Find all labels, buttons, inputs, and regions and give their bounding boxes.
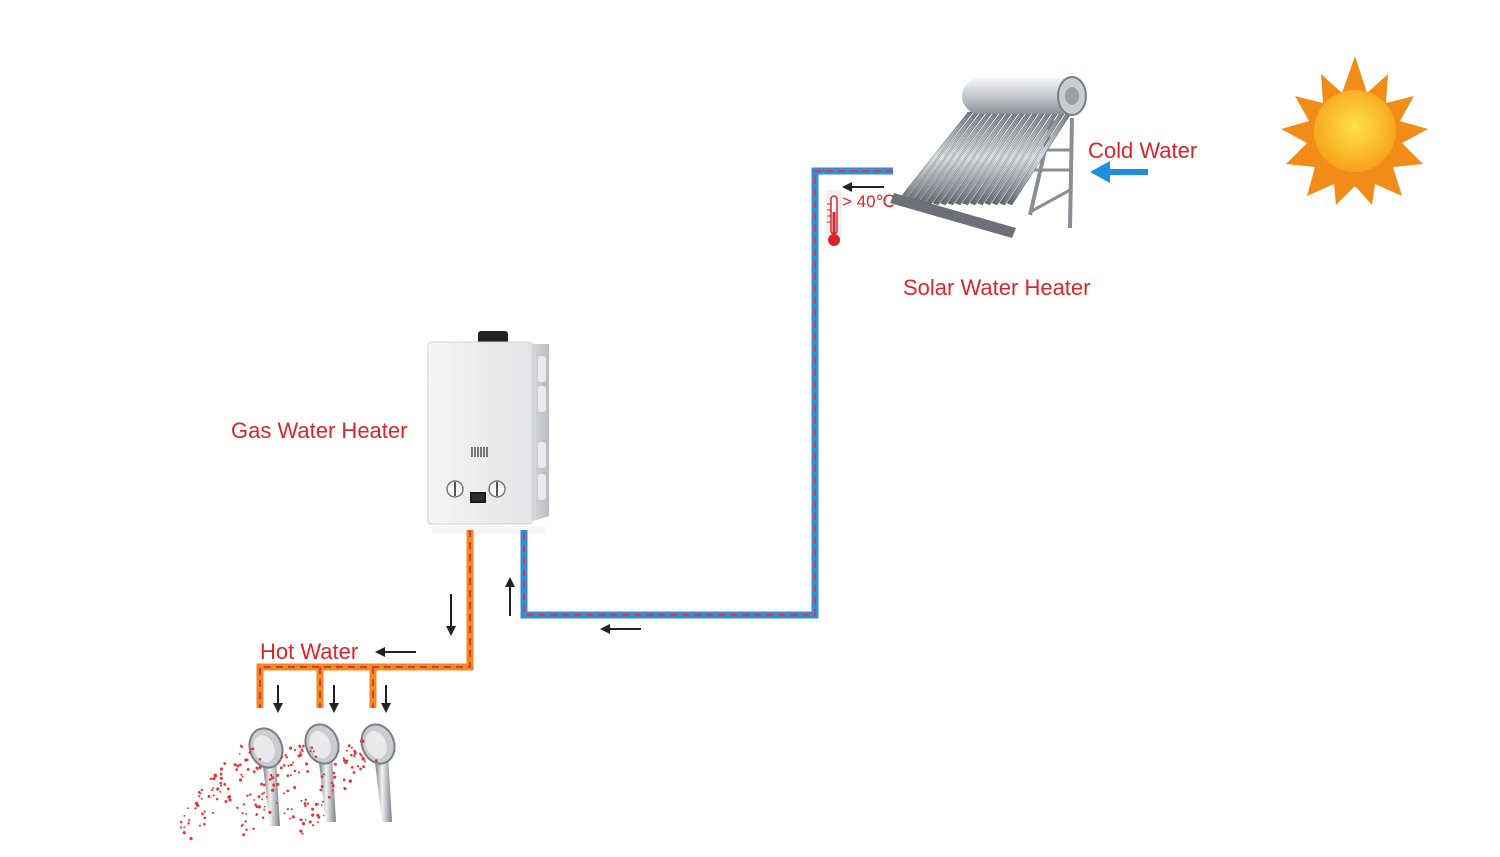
flow-arrow-icon — [600, 624, 641, 634]
flow-arrow-icon — [505, 577, 515, 616]
flow-arrow-icon — [381, 685, 391, 713]
cold-water-label: Cold Water — [1088, 138, 1197, 163]
gas-water-heater-icon — [427, 331, 549, 534]
flow-arrow-icon — [446, 594, 456, 636]
shower-head-icon — [236, 723, 340, 837]
solar-water-heater-label: Solar Water Heater — [903, 275, 1090, 300]
temperature-label: > 40℃ — [842, 192, 895, 211]
flow-arrow-icon — [375, 647, 416, 657]
flow-arrow-icon — [273, 685, 283, 713]
flow-arrow-icon — [329, 685, 339, 713]
shower-head-icon — [179, 727, 284, 841]
shower-head-icon — [283, 723, 396, 835]
hot-water-label: Hot Water — [260, 639, 358, 664]
sun-icon — [1281, 56, 1428, 205]
thermometer-icon — [826, 190, 842, 246]
hot-water-pipe — [256, 530, 474, 708]
cold-water-arrow-icon — [1090, 161, 1148, 183]
flow-arrow-icon — [842, 182, 884, 192]
solar-water-heater-icon — [890, 76, 1087, 238]
gas-water-heater-label: Gas Water Heater — [231, 418, 407, 443]
